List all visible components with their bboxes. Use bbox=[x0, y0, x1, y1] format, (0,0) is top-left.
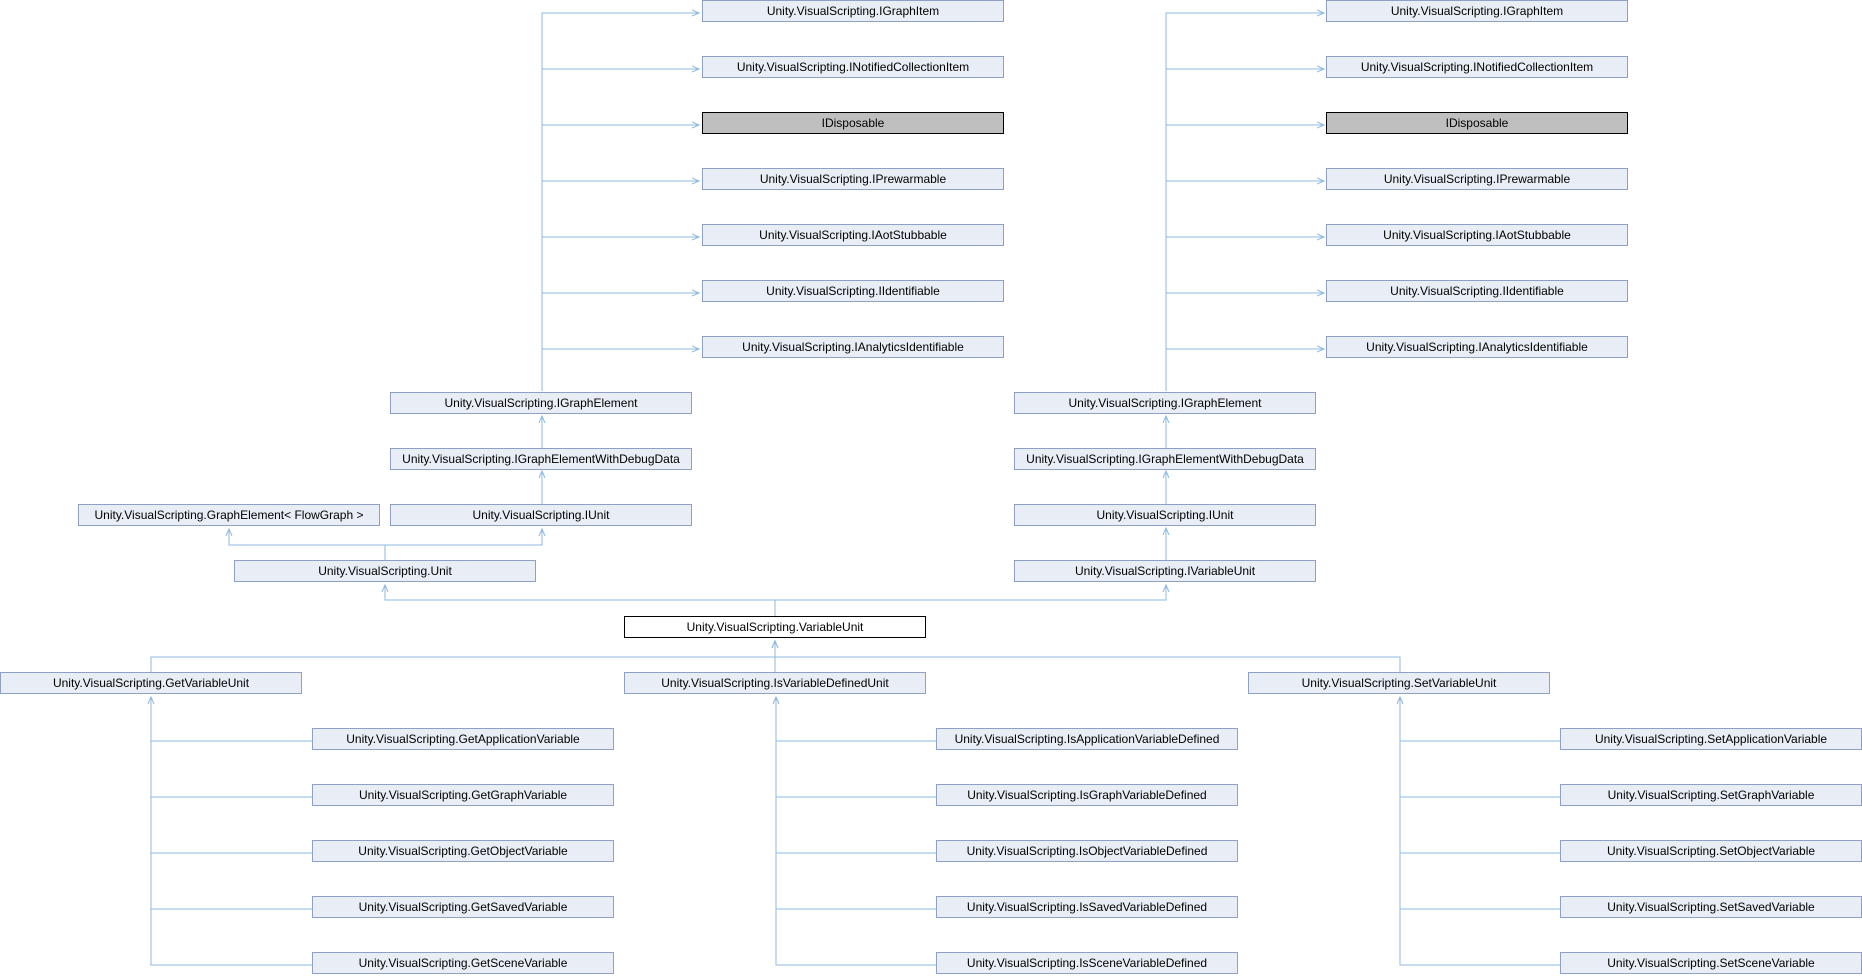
node-idisposable-left: IDisposable bbox=[702, 112, 1004, 134]
edge-ige-b-to-igi-b bbox=[1165, 13, 1324, 391]
node-getobjectvariable[interactable]: Unity.VisualScripting.GetObjectVariable bbox=[312, 840, 614, 862]
node-getgraphvariable[interactable]: Unity.VisualScripting.GetGraphVariable bbox=[312, 784, 614, 806]
node-getsavedvariable[interactable]: Unity.VisualScripting.GetSavedVariable bbox=[312, 896, 614, 918]
edge-vu-to-unit bbox=[385, 585, 776, 616]
node-getvariableunit[interactable]: Unity.VisualScripting.GetVariableUnit bbox=[0, 672, 302, 694]
node-isgraphvariabledefined[interactable]: Unity.VisualScripting.IsGraphVariableDef… bbox=[936, 784, 1238, 806]
node-setsavedvariable[interactable]: Unity.VisualScripting.SetSavedVariable bbox=[1560, 896, 1862, 918]
node-igraphelementwithdebugdata-left[interactable]: Unity.VisualScripting.IGraphElementWithD… bbox=[390, 448, 692, 470]
edge-getvu-to-vu bbox=[150, 641, 775, 672]
node-iunit-left[interactable]: Unity.VisualScripting.IUnit bbox=[390, 504, 692, 526]
node-isobjectvariabledefined[interactable]: Unity.VisualScripting.IsObjectVariableDe… bbox=[936, 840, 1238, 862]
node-variableunit: Unity.VisualScripting.VariableUnit bbox=[624, 616, 926, 638]
node-issavedvariabledefined[interactable]: Unity.VisualScripting.IsSavedVariableDef… bbox=[936, 896, 1238, 918]
node-igraphelement-right[interactable]: Unity.VisualScripting.IGraphElement bbox=[1014, 392, 1316, 414]
node-iidentifiable-left[interactable]: Unity.VisualScripting.IIdentifiable bbox=[702, 280, 1004, 302]
node-iunit-right[interactable]: Unity.VisualScripting.IUnit bbox=[1014, 504, 1316, 526]
node-setscenevariable[interactable]: Unity.VisualScripting.SetSceneVariable bbox=[1560, 952, 1862, 974]
edge-is-to-isvdu bbox=[776, 697, 936, 966]
node-setobjectvariable[interactable]: Unity.VisualScripting.SetObjectVariable bbox=[1560, 840, 1862, 862]
edge-setvu-to-vu bbox=[775, 656, 1401, 672]
node-setapplicationvariable[interactable]: Unity.VisualScripting.SetApplicationVari… bbox=[1560, 728, 1862, 750]
node-getscenevariable[interactable]: Unity.VisualScripting.GetSceneVariable bbox=[312, 952, 614, 974]
node-ivariableunit[interactable]: Unity.VisualScripting.IVariableUnit bbox=[1014, 560, 1316, 582]
edge-get-to-getvu bbox=[151, 697, 312, 966]
node-iprewarmable-right[interactable]: Unity.VisualScripting.IPrewarmable bbox=[1326, 168, 1628, 190]
node-unit[interactable]: Unity.VisualScripting.Unit bbox=[234, 560, 536, 582]
node-igraphelementwithdebugdata-right[interactable]: Unity.VisualScripting.IGraphElementWithD… bbox=[1014, 448, 1316, 470]
node-isvariabledefinedunit[interactable]: Unity.VisualScripting.IsVariableDefinedU… bbox=[624, 672, 926, 694]
node-ianalyticsidentifiable-left[interactable]: Unity.VisualScripting.IAnalyticsIdentifi… bbox=[702, 336, 1004, 358]
edge-ige-a-to-igi-a bbox=[541, 13, 699, 391]
node-isapplicationvariabledefined[interactable]: Unity.VisualScripting.IsApplicationVaria… bbox=[936, 728, 1238, 750]
node-iprewarmable-left[interactable]: Unity.VisualScripting.IPrewarmable bbox=[702, 168, 1004, 190]
node-inotifiedcollectionitem-right[interactable]: Unity.VisualScripting.INotifiedCollectio… bbox=[1326, 56, 1628, 78]
node-iidentifiable-right[interactable]: Unity.VisualScripting.IIdentifiable bbox=[1326, 280, 1628, 302]
node-setgraphvariable[interactable]: Unity.VisualScripting.SetGraphVariable bbox=[1560, 784, 1862, 806]
edge-vu-to-ivu bbox=[775, 585, 1166, 601]
node-igraphelement-left[interactable]: Unity.VisualScripting.IGraphElement bbox=[390, 392, 692, 414]
edge-unit-to-iunit-a bbox=[385, 529, 542, 546]
node-ianalyticsidentifiable-right[interactable]: Unity.VisualScripting.IAnalyticsIdentifi… bbox=[1326, 336, 1628, 358]
node-igraphitem-right[interactable]: Unity.VisualScripting.IGraphItem bbox=[1326, 0, 1628, 22]
node-idisposable-right: IDisposable bbox=[1326, 112, 1628, 134]
edge-set-to-setvu bbox=[1400, 697, 1561, 966]
node-getapplicationvariable[interactable]: Unity.VisualScripting.GetApplicationVari… bbox=[312, 728, 614, 750]
node-igraphitem-left[interactable]: Unity.VisualScripting.IGraphItem bbox=[702, 0, 1004, 22]
node-setvariableunit[interactable]: Unity.VisualScripting.SetVariableUnit bbox=[1248, 672, 1550, 694]
node-inotifiedcollectionitem-left[interactable]: Unity.VisualScripting.INotifiedCollectio… bbox=[702, 56, 1004, 78]
node-graphelement-flowgraph[interactable]: Unity.VisualScripting.GraphElement< Flow… bbox=[78, 504, 380, 526]
edge-unit-to-ge-flow bbox=[229, 529, 386, 560]
node-iaotstubbable-right[interactable]: Unity.VisualScripting.IAotStubbable bbox=[1326, 224, 1628, 246]
node-isscenevariabledefined[interactable]: Unity.VisualScripting.IsSceneVariableDef… bbox=[936, 952, 1238, 974]
node-iaotstubbable-left[interactable]: Unity.VisualScripting.IAotStubbable bbox=[702, 224, 1004, 246]
